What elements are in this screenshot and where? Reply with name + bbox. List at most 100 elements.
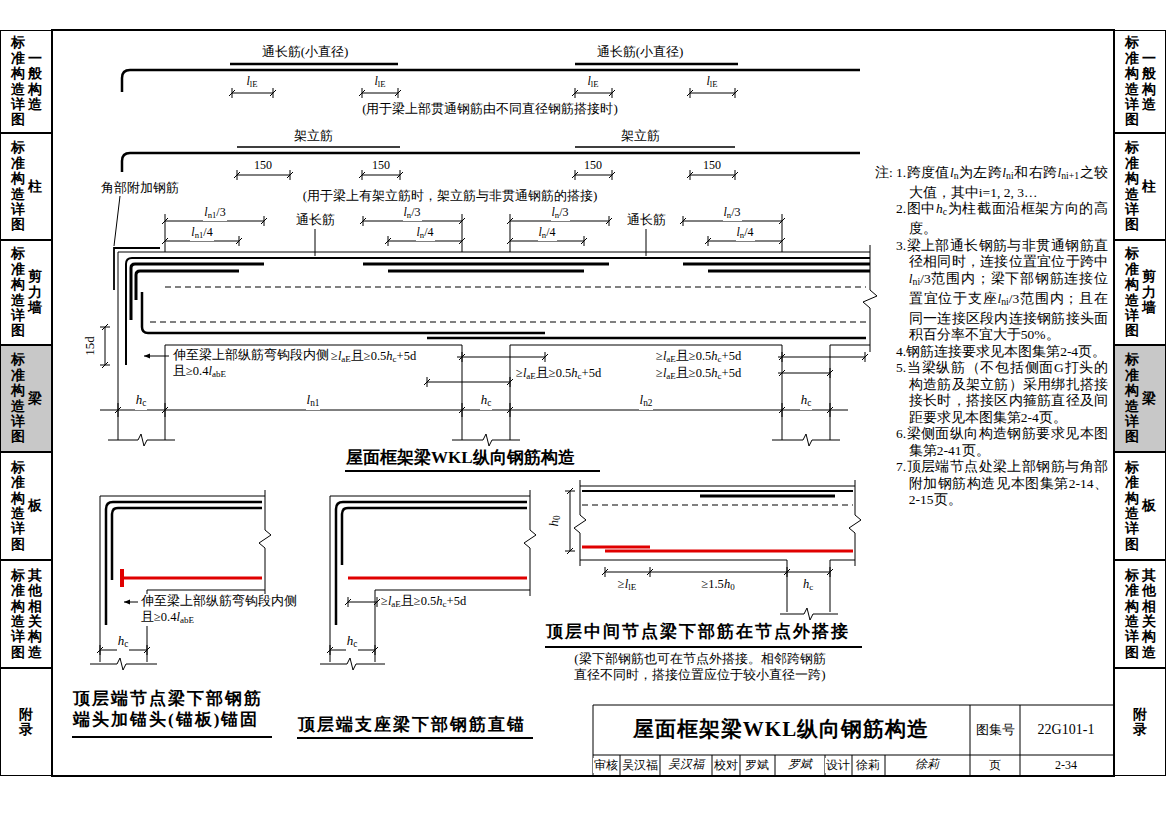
column-outline (118, 252, 830, 440)
tab-text: 柱 (28, 179, 42, 194)
dimension-label: 通长筋 (626, 212, 667, 228)
drawing-title: 屋面框架梁WKL纵向钢筋构造 (632, 716, 930, 742)
title-block-cell: 吴汉福 (667, 757, 705, 772)
note-text: 7.顶层端节点处梁上部钢筋与角部附加钢筋构造见本图集第2-14、2-15页。 (896, 459, 1108, 509)
side-tab: 附录 (0, 668, 52, 776)
rebar-line (700, 495, 835, 498)
tab-text: 附录 (1133, 707, 1147, 738)
side-tab: 标准构造详图一般构造 (1114, 30, 1166, 133)
side-tab: 标准构造详图剪力墙 (1114, 240, 1166, 345)
dimension-line (229, 88, 738, 98)
annotation-label: ≥laE且≥0.5hc+5d (655, 349, 742, 366)
rebar-line (122, 70, 860, 92)
tab-text: 标准构造详图 (11, 568, 25, 660)
caption-underline (72, 736, 272, 738)
break-symbol (320, 490, 536, 670)
tab-text: 剪力墙 (1142, 269, 1156, 315)
tab-text: 标准构造详图 (1125, 568, 1139, 660)
annotation-label: 注: (874, 165, 894, 182)
tab-text: 梁 (1142, 391, 1156, 406)
dimension-label: ln1/4 (190, 225, 213, 241)
dimension-label: ln2 (639, 392, 654, 410)
dimension-line (100, 324, 110, 368)
dimension-label: 150 (371, 158, 391, 173)
leader-line (315, 229, 646, 256)
dimension-line (424, 352, 868, 387)
break-symbol (863, 245, 877, 352)
side-tab: 标准构造详图板 (1114, 452, 1166, 560)
dimension-line (100, 403, 848, 417)
dimension-label: ln/4 (736, 225, 755, 241)
tab-text: 板 (28, 498, 42, 513)
anchor-plate (120, 569, 124, 587)
title-block-cell: 吴汉福 (621, 758, 659, 773)
dimension-line (162, 214, 785, 252)
dimension-line (327, 597, 380, 655)
note-text: 4.钢筋连接要求见本图集第2-4页。 (896, 344, 1108, 361)
dimension-label: ≥llE (617, 577, 637, 594)
side-tab: 标准构造详图梁 (0, 345, 52, 452)
dimension-label: ln1 (306, 392, 321, 410)
tab-text: 标准构造详图 (11, 246, 25, 338)
title-block-cell: 罗斌 (744, 758, 770, 773)
notes-column: 1.跨度值ln为左跨lni和右跨lni+1之较大值，其中i=1, 2, 3…2.… (896, 165, 1108, 509)
tab-text: 板 (1142, 498, 1156, 513)
note-text: 3.梁上部通长钢筋与非贯通钢筋直径相同时，连接位置宜位于跨中lni/3范围内；梁… (896, 238, 1108, 344)
tab-text: 标准构造详图 (11, 460, 25, 552)
tab-text: 标准构造详图 (1125, 460, 1139, 552)
dimension-label: (梁下部钢筋也可在节点外搭接。相邻跨钢筋 直径不同时，搭接位置应位于较小直径一跨… (573, 651, 826, 684)
dimension-label: llE (586, 74, 599, 90)
side-tab: 标准构造详图梁 (1114, 345, 1166, 452)
dimension-label: ln/4 (538, 225, 557, 241)
side-tab: 标准构造详图柱 (1114, 133, 1166, 240)
rebar-line (230, 63, 738, 66)
dimension-label: hc (117, 633, 130, 651)
title-underline (345, 470, 600, 472)
dimension-label: ≥1.5h0 (700, 577, 735, 594)
sheet-frame (52, 30, 1114, 776)
arrowhead (124, 600, 130, 605)
dimension-label: (用于梁上有架立筋时，架立筋与非贯通钢筋的搭接) (302, 188, 599, 204)
tab-text: 附录 (19, 707, 33, 738)
tab-text: 其他相关构造 (28, 568, 42, 660)
dimension-label: hc (800, 392, 813, 410)
annotation-label: 伸至梁上部纵筋弯钩段内侧 且≥0.4labE (140, 594, 298, 626)
dimension-label: 架立筋 (620, 128, 661, 144)
dimension-label: 通长筋 (295, 212, 336, 228)
caption: 顶层中间节点梁下部筋在节点外搭接 (545, 621, 851, 642)
dimension-label: hc (346, 633, 359, 651)
dimension-label: 150 (253, 158, 273, 173)
dimension-label: hc (480, 392, 493, 410)
caption-underline (545, 646, 862, 648)
tab-text: 一般构造 (28, 51, 42, 113)
title-block-cell: 徐莉 (855, 758, 881, 773)
dimension-label: 通长筋(小直径) (596, 44, 685, 60)
title-block-grid (593, 705, 1114, 776)
tab-text: 标准构造详图 (11, 35, 25, 127)
dimension-label: 架立筋 (293, 128, 334, 144)
rebar-line (131, 264, 870, 320)
note-text: 2.图中hc为柱截面沿框架方向的高度。 (896, 201, 1108, 237)
title-block-cell: 22G101-1 (1037, 721, 1096, 739)
annotation-label: ≥laE且≥0.5hc+5d (330, 349, 417, 366)
rebar-line (136, 271, 870, 300)
dimension-line (234, 170, 738, 180)
side-tab: 标准构造详图一般构造 (0, 30, 52, 133)
annotation-label: ≥laE且≥0.5hc+5d (515, 366, 602, 383)
highlighted-rebar (122, 547, 853, 578)
caption: 顶层端支座梁下部钢筋直锚 (297, 714, 527, 735)
dimension-label: llE (705, 74, 718, 90)
caption: 顶层端节点梁下部钢筋 端头加锚头(锚板)锚固 (72, 688, 264, 731)
side-tab: 标准构造详图剪力墙 (0, 240, 52, 345)
tab-text: 标准构造详图 (1125, 352, 1139, 444)
title-block-cell: 页 (988, 758, 1002, 773)
dimension-label: 150 (583, 158, 603, 173)
dimension-label: ln/3 (723, 205, 742, 221)
dashed-line (582, 505, 853, 506)
dimension-label: ln/4 (416, 225, 435, 241)
side-tab: 标准构造详图其他相关构造 (0, 560, 52, 668)
dimension-label: hc (135, 392, 148, 410)
tab-text: 标准构造详图 (1125, 140, 1139, 232)
tab-text: 标准构造详图 (11, 352, 25, 444)
tab-text: 剪力墙 (28, 269, 42, 315)
